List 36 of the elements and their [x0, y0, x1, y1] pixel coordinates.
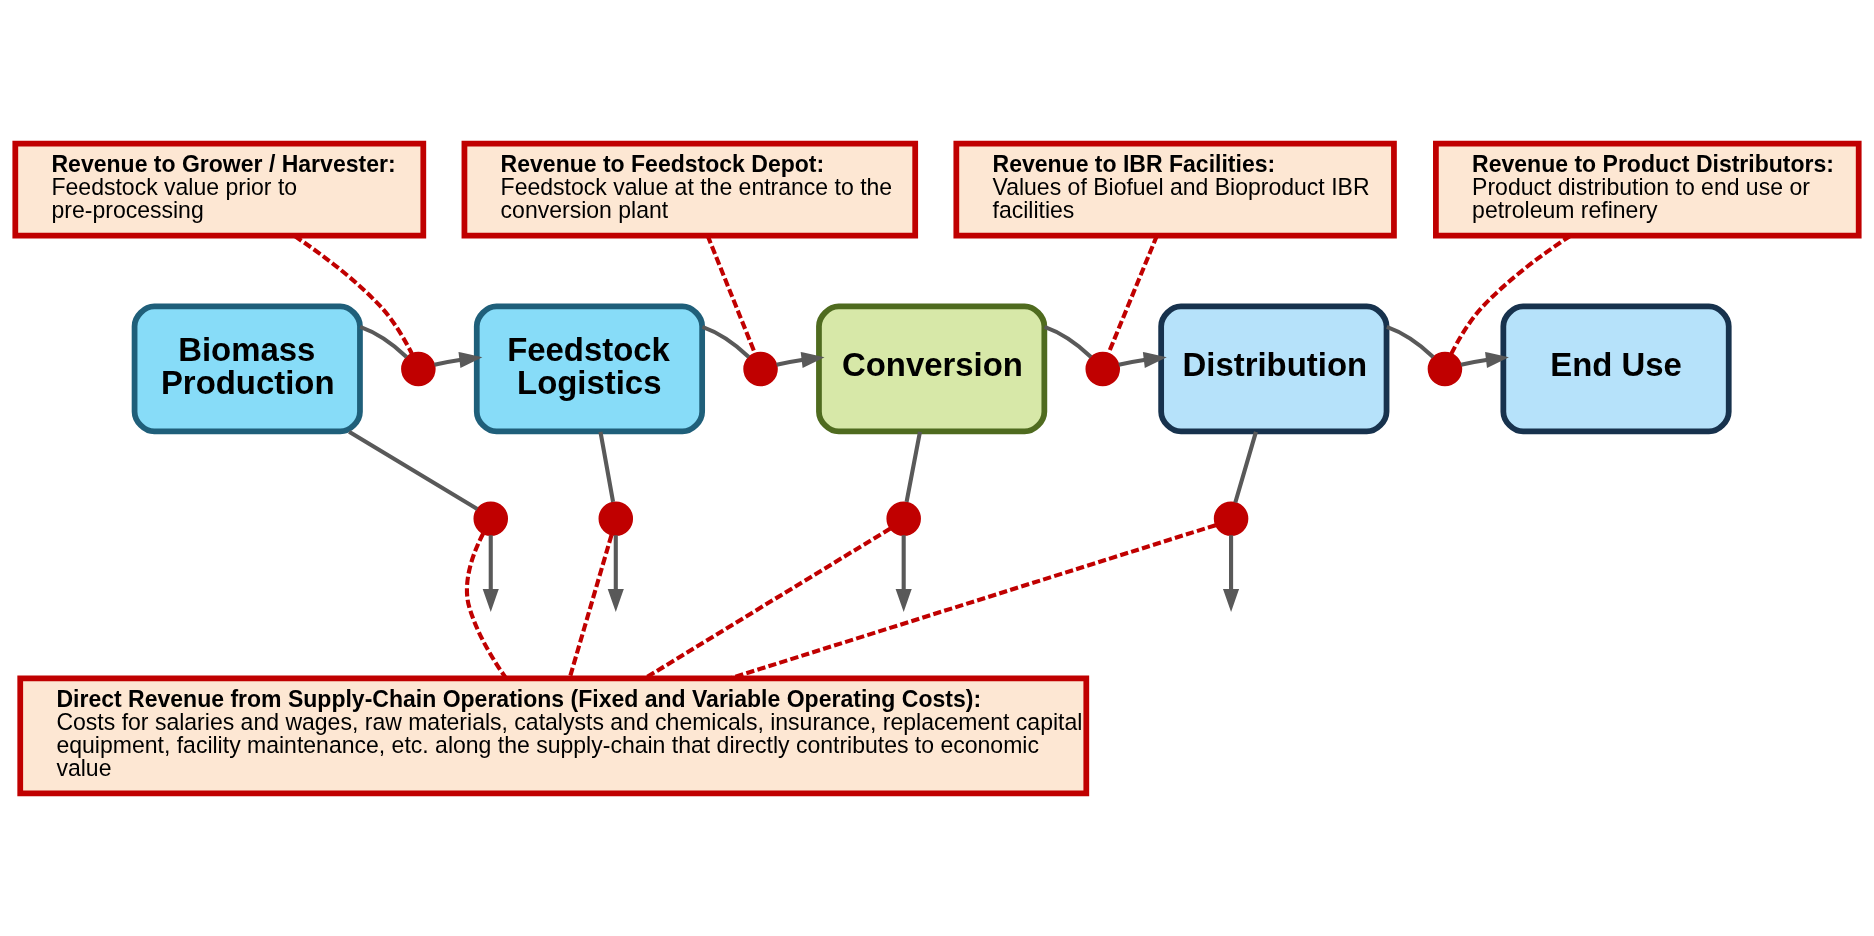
- arrow: [1118, 351, 1167, 368]
- node-box: Distribution: [1158, 303, 1390, 434]
- node-box: Direct Revenue from Supply-Chain Operations (Fixed and Variable Operating Costs): Costs for salaries and wages, raw materials, catalysts and chemicals, insurance, replacement capital equipment, facility maintenance, etc. along the supply-chain that directly contributes to economic value: [17, 674, 1090, 796]
- node-box: Conversion: [816, 303, 1048, 434]
- connector: [464, 532, 508, 679]
- node-box: Biomass Production: [131, 303, 363, 434]
- connector: [567, 533, 614, 678]
- connector: [348, 429, 479, 511]
- connector: [1386, 324, 1435, 358]
- node-circle: [743, 351, 778, 386]
- connector: [904, 430, 922, 502]
- node-box: Feedstock Logistics: [473, 303, 706, 434]
- connector: [359, 324, 408, 358]
- node-circle: [1085, 351, 1121, 386]
- connector: [598, 431, 616, 502]
- node-box: Revenue to Grower / Harvester: Feedstock value prior to pre-processing: [12, 140, 427, 239]
- node-circle: [401, 351, 436, 386]
- node-circle: [886, 500, 921, 536]
- connector: [701, 324, 751, 358]
- node-box: Revenue to Product Distributors: Product distribution to end use or petroleum refinery: [1433, 140, 1862, 239]
- node-circle: [1213, 500, 1249, 536]
- arrow: [1460, 351, 1509, 368]
- node-circle: [598, 500, 634, 536]
- arrow: [607, 534, 624, 612]
- arrow: [433, 351, 483, 368]
- node-box: Revenue to Feedstock Depot: Feedstock value at the entrance to the conversion plant: [461, 140, 919, 239]
- node-circle: [473, 500, 509, 536]
- arrow: [482, 534, 499, 612]
- arrow: [776, 351, 825, 368]
- node-box: Revenue to IBR Facilities: Values of Biofuel and Bioproduct IBR facilities: [953, 140, 1397, 239]
- node-circle: [1427, 351, 1463, 386]
- arrow: [1223, 534, 1240, 612]
- arrow: [895, 534, 912, 612]
- connector: [1043, 324, 1093, 358]
- node-box: End Use: [1500, 303, 1732, 434]
- connector: [1233, 430, 1258, 503]
